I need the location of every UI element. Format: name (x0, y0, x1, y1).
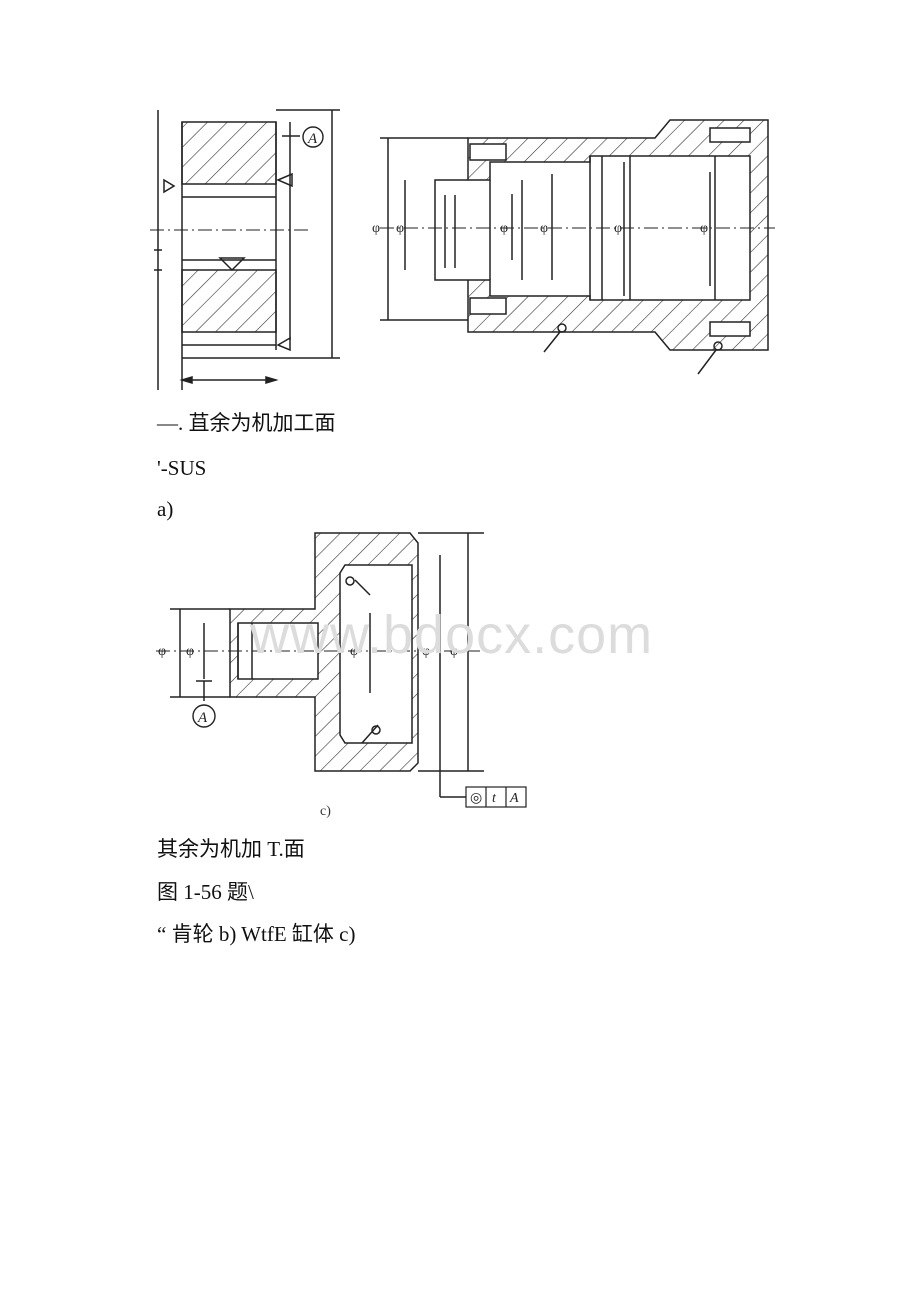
caption-line-1: —. 苴余为机加工面 (157, 411, 336, 435)
caption-line-3: a) (157, 497, 174, 521)
datum-a-marker: A (302, 126, 324, 148)
figure-c-diameter-symbols: φ φ φ φ φ (158, 644, 458, 659)
tolerance-symbol: ◎ (470, 791, 482, 806)
tolerance-value: t (492, 791, 497, 806)
svg-text:φ: φ (158, 644, 166, 659)
bottom-line-1: 其余为机加 T.面 (157, 837, 305, 861)
figure-c-datum-a: A (192, 704, 216, 728)
watermark: www.bdocx.com (250, 605, 654, 665)
svg-text:A: A (197, 710, 208, 726)
svg-text:φ: φ (500, 221, 508, 236)
top-drawing: A φ φ (150, 109, 775, 390)
svg-text:φ: φ (450, 644, 458, 659)
figure-c-drawing: φ φ φ φ φ A c) ◎ t A (156, 532, 527, 819)
gear-section (150, 109, 340, 390)
svg-text:φ: φ (396, 221, 404, 236)
svg-text:φ: φ (540, 221, 548, 236)
bottom-line-2: 图 1-56 题\ (157, 880, 254, 904)
svg-text:φ: φ (422, 644, 430, 659)
bottom-line-3: “ 肯轮 b) WtfE 缸体 c) (157, 922, 356, 946)
svg-text:φ: φ (700, 221, 708, 236)
cylinder-body-section (380, 119, 775, 375)
svg-text:φ: φ (350, 644, 358, 659)
svg-text:φ: φ (372, 221, 380, 236)
svg-text:φ: φ (614, 221, 622, 236)
tolerance-datum: A (509, 791, 519, 806)
svg-text:φ: φ (186, 644, 194, 659)
tolerance-frame: ◎ t A (465, 786, 527, 808)
diameter-symbols: φ φ φ φ φ φ (372, 221, 708, 236)
datum-a-label: A (307, 131, 318, 147)
figure-c-sublabel: c) (320, 804, 331, 819)
caption-line-2: '-SUS (157, 456, 207, 480)
